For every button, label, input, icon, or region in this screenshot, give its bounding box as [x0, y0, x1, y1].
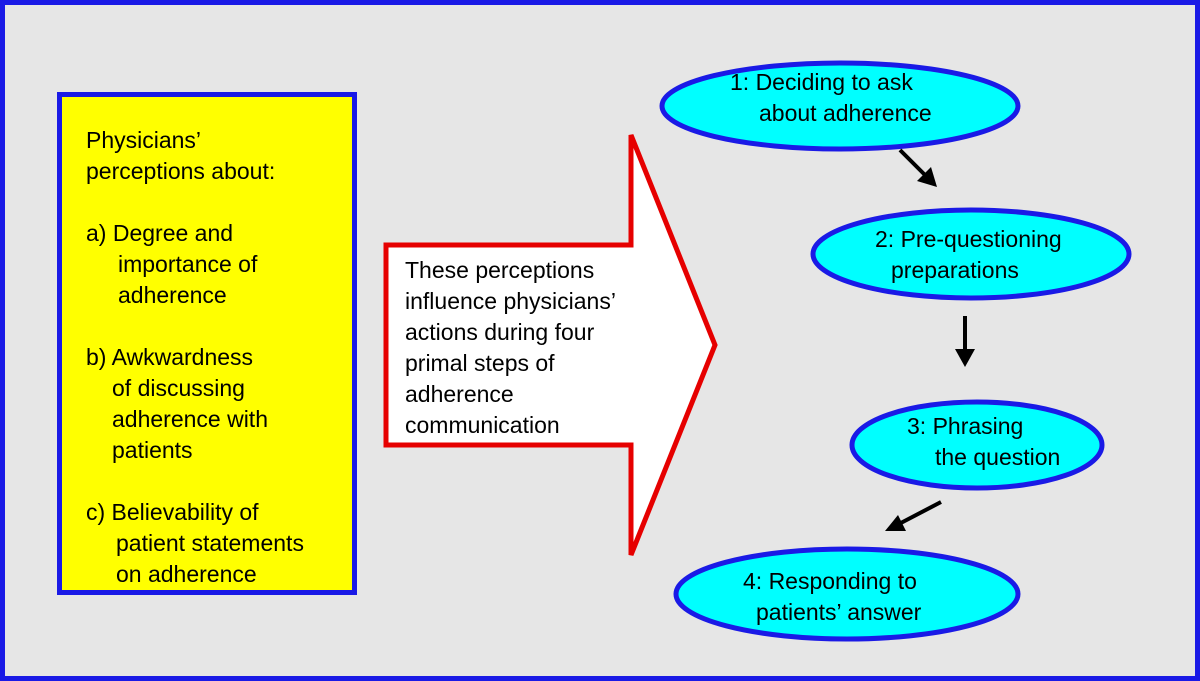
step-2-label: 2: Pre-questioning preparations: [875, 224, 1062, 286]
step-1-line-1: 1: Deciding to ask: [730, 69, 913, 95]
step-3-label: 3: Phrasing the question: [907, 411, 1060, 473]
step-3-ellipse: [849, 399, 1105, 491]
perception-item-c-line-2: patient statements: [116, 530, 304, 556]
step-3-line-1: 3: Phrasing: [907, 413, 1024, 439]
perception-item-a-line-1: a) Degree and: [86, 220, 234, 246]
perception-item-b-line-4: patients: [112, 437, 193, 463]
perceptions-intro-line-2: perceptions about:: [86, 158, 276, 184]
connector-arrow-1-to-2: [898, 148, 937, 187]
perception-item-b-line-2: of discussing: [112, 375, 245, 401]
step-4-line-1: 4: Responding to: [743, 568, 917, 594]
perceptions-box: Physicians’ perceptions about: a) Degree…: [57, 92, 357, 595]
perception-item-c-line-3: on adherence: [116, 561, 257, 587]
influence-arrow-text: These perceptions influence physicians’ …: [405, 255, 616, 441]
perceptions-intro-line-1: Physicians’: [86, 127, 202, 153]
connector-arrow-2-to-3: [955, 316, 975, 367]
step-1-ellipse: [659, 60, 1021, 152]
influence-arrow-line-5: adherence: [405, 381, 514, 407]
step-3-line-2: the question: [935, 444, 1061, 470]
perception-item-c-line-1: c) Believability of: [86, 499, 259, 525]
influence-arrow-line-4: primal steps of: [405, 350, 555, 376]
step-4-line-2: patients’ answer: [756, 599, 922, 625]
perception-item-b-line-3: adherence with: [112, 406, 268, 432]
influence-arrow-line-3: actions during four: [405, 319, 595, 345]
step-connectors: [885, 148, 975, 531]
influence-arrow-line-2: influence physicians’: [405, 288, 616, 314]
influence-arrow-shape: [383, 134, 718, 556]
influence-arrow-line-6: communication: [405, 412, 560, 438]
connector-arrow-3-to-4: [885, 500, 942, 531]
step-4-label: 4: Responding to patients’ answer: [743, 566, 921, 628]
step-1-line-2: about adherence: [759, 100, 932, 126]
perception-item-a: a) Degree and importance of adherence: [86, 218, 352, 311]
step-4-ellipse: [673, 546, 1021, 642]
perception-item-a-line-3: adherence: [118, 282, 227, 308]
step-2-line-2: preparations: [891, 257, 1019, 283]
step-2-line-1: 2: Pre-questioning: [875, 226, 1062, 252]
perception-item-b-line-1: b) Awkwardness: [86, 344, 254, 370]
influence-arrow-line-1: These perceptions: [405, 257, 595, 283]
perception-item-c: c) Believability of patient statements o…: [86, 497, 352, 590]
step-1-label: 1: Deciding to ask about adherence: [730, 67, 932, 129]
perception-item-b: b) Awkwardness of discussing adherence w…: [86, 342, 352, 466]
perception-item-a-line-2: importance of: [118, 251, 258, 277]
step-2-ellipse: [810, 207, 1132, 301]
